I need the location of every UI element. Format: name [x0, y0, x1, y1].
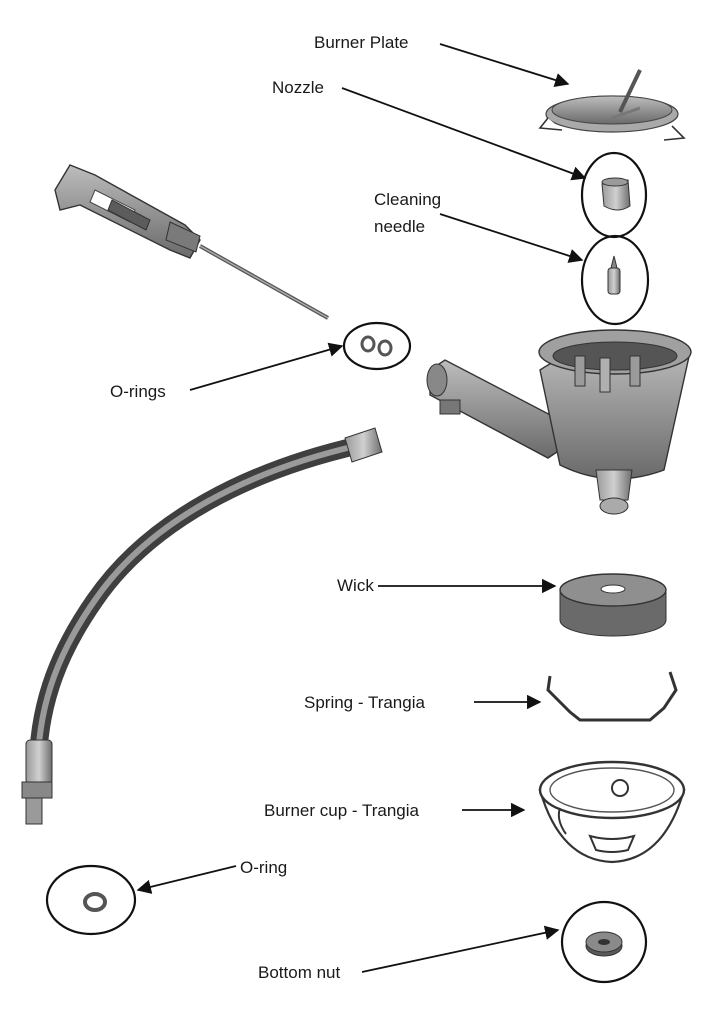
- label-nozzle: Nozzle: [272, 78, 324, 97]
- arrow-burner-plate: [439, 43, 570, 88]
- cleaning-needle-group: Cleaning needle: [374, 190, 650, 326]
- cleaning-needle-callout-ring: [580, 234, 650, 326]
- o-rings-icon: [360, 335, 393, 357]
- burner-plate-icon: [538, 69, 686, 141]
- arrow-bottom-nut: [361, 925, 560, 973]
- spring-group: Spring - Trangia: [304, 671, 678, 722]
- label-cleaning-needle-line1: Cleaning: [374, 190, 441, 209]
- label-wick: Wick: [337, 576, 374, 595]
- burner-assembly-icon: [426, 329, 692, 515]
- label-o-rings: O-rings: [110, 382, 166, 401]
- wick-icon: [559, 573, 667, 637]
- o-rings-group: O-rings: [110, 321, 412, 401]
- wick-group: Wick: [337, 573, 667, 637]
- label-cleaning-needle-line2: needle: [374, 217, 425, 236]
- label-burner-plate: Burner Plate: [314, 33, 409, 52]
- label-bottom-nut: Bottom nut: [258, 963, 340, 982]
- spring-icon: [546, 671, 678, 722]
- label-burner-cup: Burner cup - Trangia: [264, 801, 420, 820]
- label-o-ring: O-ring: [240, 858, 287, 877]
- burner-cup-group: Burner cup - Trangia: [264, 760, 686, 864]
- bottom-nut-icon: [585, 931, 623, 957]
- arrow-nozzle: [341, 87, 587, 181]
- o-ring-callout-ring: [45, 864, 137, 936]
- cleaning-needle-icon: [607, 255, 621, 295]
- label-spring: Spring - Trangia: [304, 693, 425, 712]
- burner-plate-group: Burner Plate: [314, 33, 686, 141]
- burner-cup-icon: [538, 760, 686, 864]
- pump-icon: [54, 164, 329, 320]
- arrow-o-rings: [189, 342, 344, 391]
- bottom-nut-callout-ring: [560, 900, 648, 984]
- nozzle-group: Nozzle: [272, 78, 648, 239]
- arrow-o-ring: [136, 865, 237, 894]
- arrow-cleaning-needle: [439, 213, 584, 263]
- nozzle-icon: [601, 177, 631, 211]
- o-rings-callout-ring: [342, 321, 412, 371]
- o-ring-icon: [83, 892, 107, 912]
- o-ring-group: O-ring: [45, 858, 287, 936]
- bottom-nut-group: Bottom nut: [258, 900, 648, 984]
- fuel-hose-icon: [21, 427, 383, 825]
